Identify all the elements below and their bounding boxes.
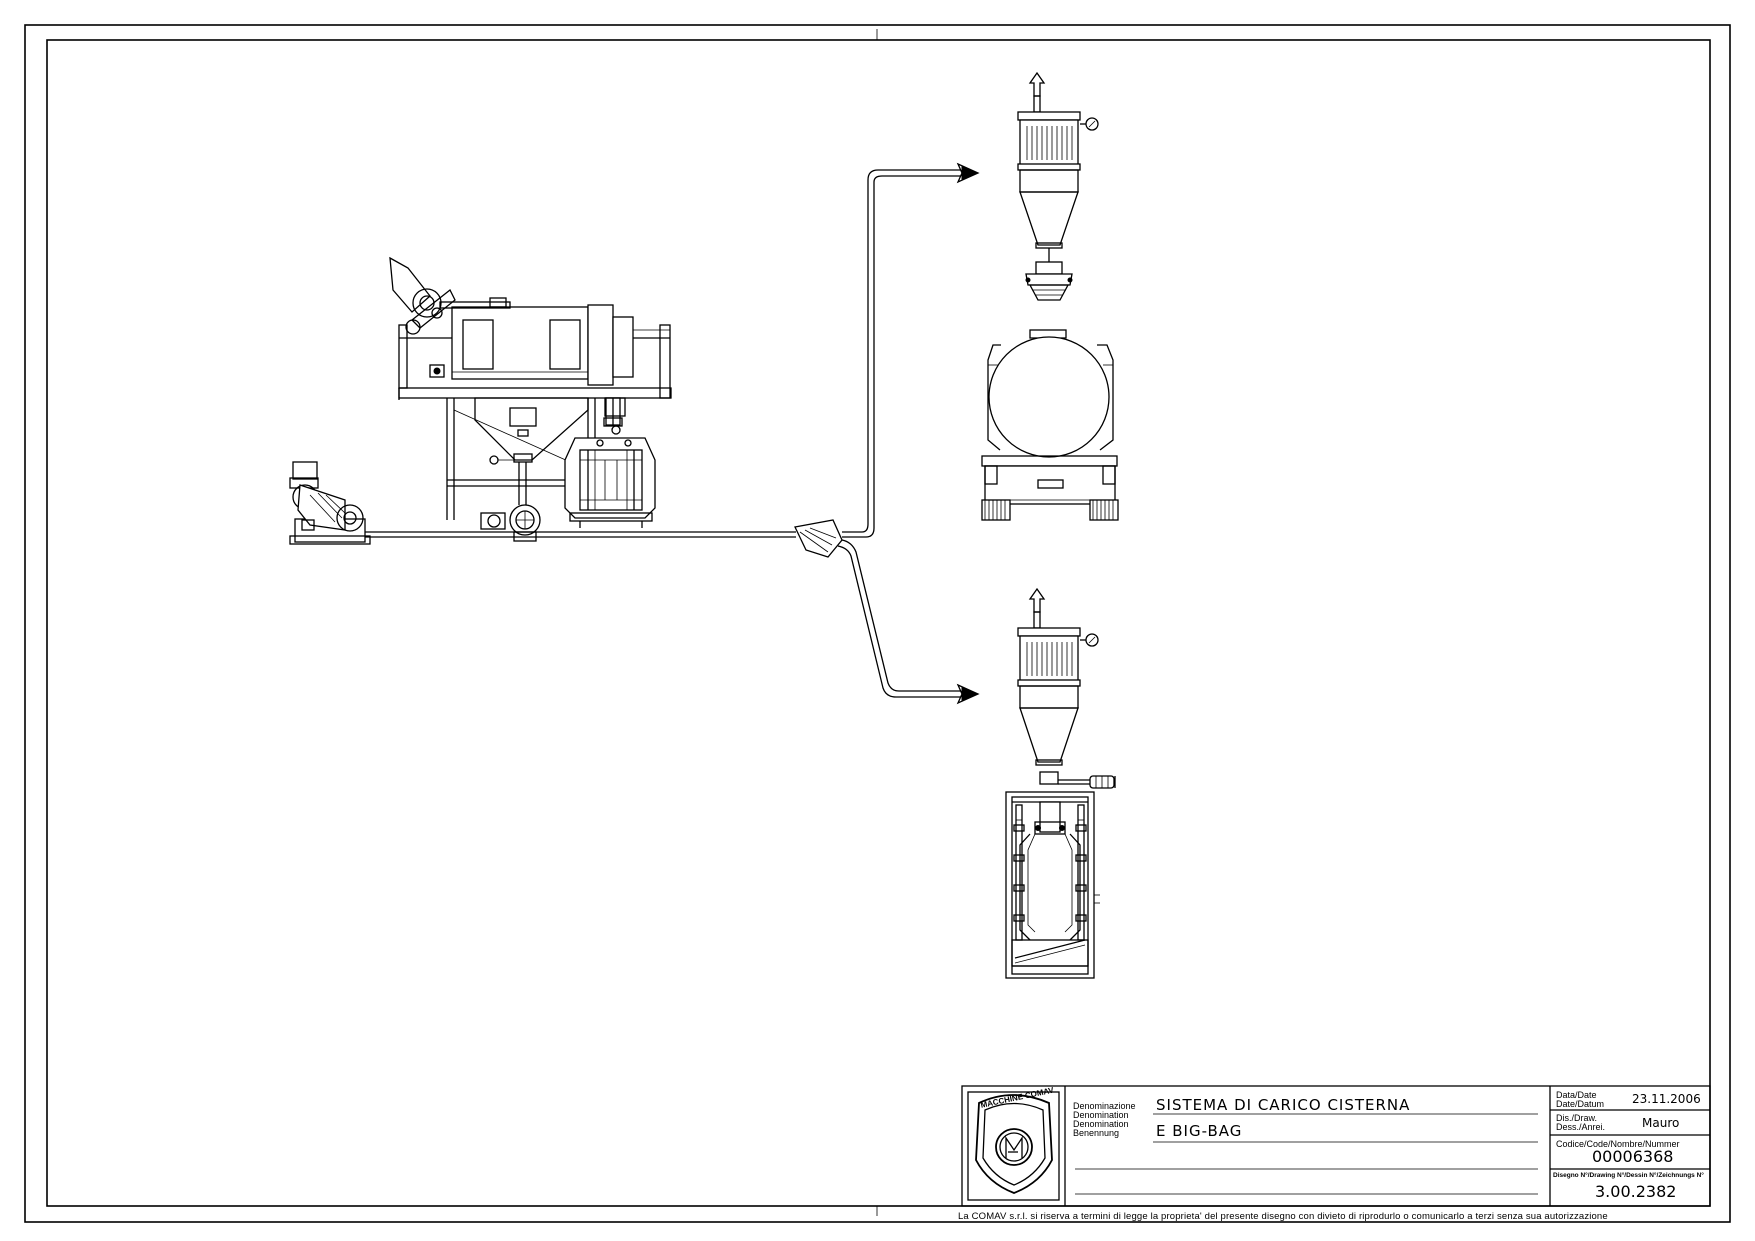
date-label-2: Date/Datum <box>1556 1099 1605 1109</box>
drawn-by-label-2: Dess./Anrei. <box>1556 1122 1606 1132</box>
sheet-frame <box>24 24 1731 1223</box>
denomination-label-1: Denominazione <box>1073 1101 1136 1111</box>
conveying-pipe <box>365 162 980 705</box>
drawing-number-label: Disegno N°/Drawing N°/Dessin N°/Zeichnun… <box>1553 1172 1704 1179</box>
tanker-truck <box>981 329 1119 521</box>
bigbag-filling-station <box>564 397 656 528</box>
drawing-number-value: 3.00.2382 <box>1595 1182 1677 1201</box>
denomination-label-2: Denomination <box>1073 1110 1129 1120</box>
denomination-label-4: Benennung <box>1073 1128 1120 1138</box>
cyclone-filter-upper <box>1017 71 1099 301</box>
blower-unit <box>289 461 371 545</box>
code-label: Codice/Code/Nombre/Nummer <box>1556 1139 1680 1149</box>
processing-machine <box>389 256 672 528</box>
date-label-1: Data/Date <box>1556 1090 1597 1100</box>
rotary-valve <box>480 504 541 542</box>
copyright-disclaimer: La COMAV s.r.l. si riserva a termini di … <box>958 1211 1608 1222</box>
bigbag-frame <box>1005 771 1116 979</box>
title-block-frame <box>961 1085 1711 1207</box>
denomination-label-3: Denomination <box>1073 1119 1129 1129</box>
drawn-by-label-1: Dis./Draw. <box>1556 1113 1598 1123</box>
cyclone-filter-lower <box>1017 587 1099 766</box>
drawing-title-line-2: E BIG-BAG <box>1156 1122 1243 1140</box>
date-value: 23.11.2006 <box>1632 1092 1701 1106</box>
drawn-by-value: Mauro <box>1642 1116 1680 1130</box>
drawing-title-line-1: SISTEMA DI CARICO CISTERNA <box>1156 1096 1411 1114</box>
code-value: 00006368 <box>1592 1147 1674 1166</box>
